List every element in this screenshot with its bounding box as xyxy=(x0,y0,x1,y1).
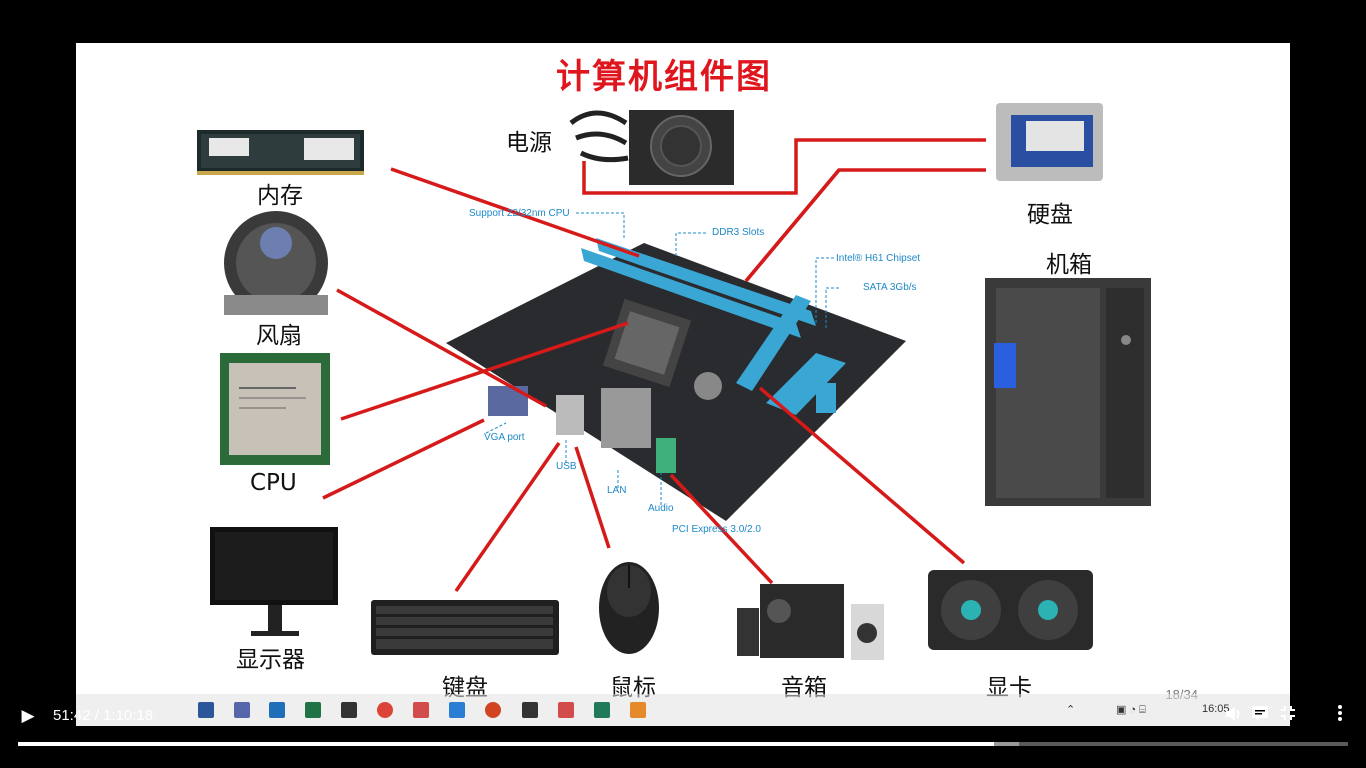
mb-label-ddr3: DDR3 Slots xyxy=(712,227,765,238)
label-monitor: 显示器 xyxy=(236,647,305,673)
exit-fullscreen-icon[interactable] xyxy=(1276,704,1300,728)
case-image xyxy=(985,278,1151,506)
progress-bar[interactable] xyxy=(18,742,1348,746)
word-icon[interactable] xyxy=(198,702,214,718)
mb-label-audio: Audio xyxy=(648,503,674,514)
volume-icon[interactable] xyxy=(1222,704,1246,728)
player-controls: ▶ 51:42 / 1:10:18 xyxy=(0,700,1366,768)
file-icon[interactable] xyxy=(234,702,250,718)
chrome-icon[interactable] xyxy=(377,702,393,718)
app-icon[interactable] xyxy=(594,702,610,718)
slide-title: 计算机组件图 xyxy=(556,57,772,97)
taskbar-clock: 16:05 xyxy=(1202,703,1230,715)
gpu-image xyxy=(928,570,1093,650)
hdd-image xyxy=(996,103,1103,181)
play-icon[interactable]: ▶ xyxy=(21,706,35,726)
power-supply-image xyxy=(569,110,734,185)
label-memory: 内存 xyxy=(257,183,303,209)
label-fan: 风扇 xyxy=(256,323,302,349)
component-illustrations xyxy=(197,103,1151,660)
label-case: 机箱 xyxy=(1046,252,1092,278)
mb-label-pcie: PCI Express 3.0/2.0 xyxy=(672,524,761,535)
tray-chevron-icon[interactable]: ⌃ xyxy=(1066,704,1076,716)
taskbar: ⌃ ▣ ◔ ⌸ 16:05 xyxy=(76,694,1290,726)
captions-icon[interactable] xyxy=(1248,704,1272,728)
motherboard-image xyxy=(446,238,906,521)
duration: 1:10:18 xyxy=(103,707,154,724)
mb-label-sata: SATA 3Gb/s xyxy=(863,282,917,293)
label-hdd: 硬盘 xyxy=(1027,202,1073,228)
chip-icon[interactable] xyxy=(522,702,538,718)
speaker-image xyxy=(737,584,884,660)
more-icon[interactable] xyxy=(1328,704,1352,728)
progress-played xyxy=(18,742,995,746)
tray-icons: ▣ ◔ ⌸ xyxy=(1116,704,1146,716)
excel-icon[interactable] xyxy=(305,702,321,718)
rss-icon-2[interactable] xyxy=(558,702,574,718)
monitor-image xyxy=(210,527,338,636)
mb-label-chipset: Intel® H61 Chipset xyxy=(836,253,921,264)
label-power: 电源 xyxy=(506,130,552,156)
fan-image xyxy=(224,211,328,315)
current-time: 51:42 xyxy=(53,707,91,724)
powerpoint-icon[interactable] xyxy=(485,702,501,718)
label-cpu: CPU xyxy=(250,470,297,496)
mb-label-usb: USB xyxy=(556,461,577,472)
usb-icon[interactable] xyxy=(341,702,357,718)
mb-label-lan: LAN xyxy=(607,485,627,496)
connection-lines xyxy=(322,138,986,592)
keyboard-image xyxy=(371,600,559,655)
memory-image xyxy=(197,130,364,175)
rss-icon[interactable] xyxy=(413,702,429,718)
cpu-image xyxy=(220,353,330,465)
slide: 计算机组件图 电源 内存 硬盘 机箱 风扇 CPU 显示器 键盘 鼠标 音箱 显… xyxy=(76,43,1290,726)
time-display: 51:42 / 1:10:18 xyxy=(53,706,153,726)
monitor-icon[interactable] xyxy=(449,702,465,718)
window-icon[interactable] xyxy=(269,702,285,718)
orange-app-icon[interactable] xyxy=(630,702,646,718)
mb-label-cpu-support: Support 22/32nm CPU xyxy=(469,208,570,219)
time-separator: / xyxy=(90,707,104,724)
mouse-image xyxy=(599,562,659,654)
mb-label-vga: VGA port xyxy=(484,432,525,443)
